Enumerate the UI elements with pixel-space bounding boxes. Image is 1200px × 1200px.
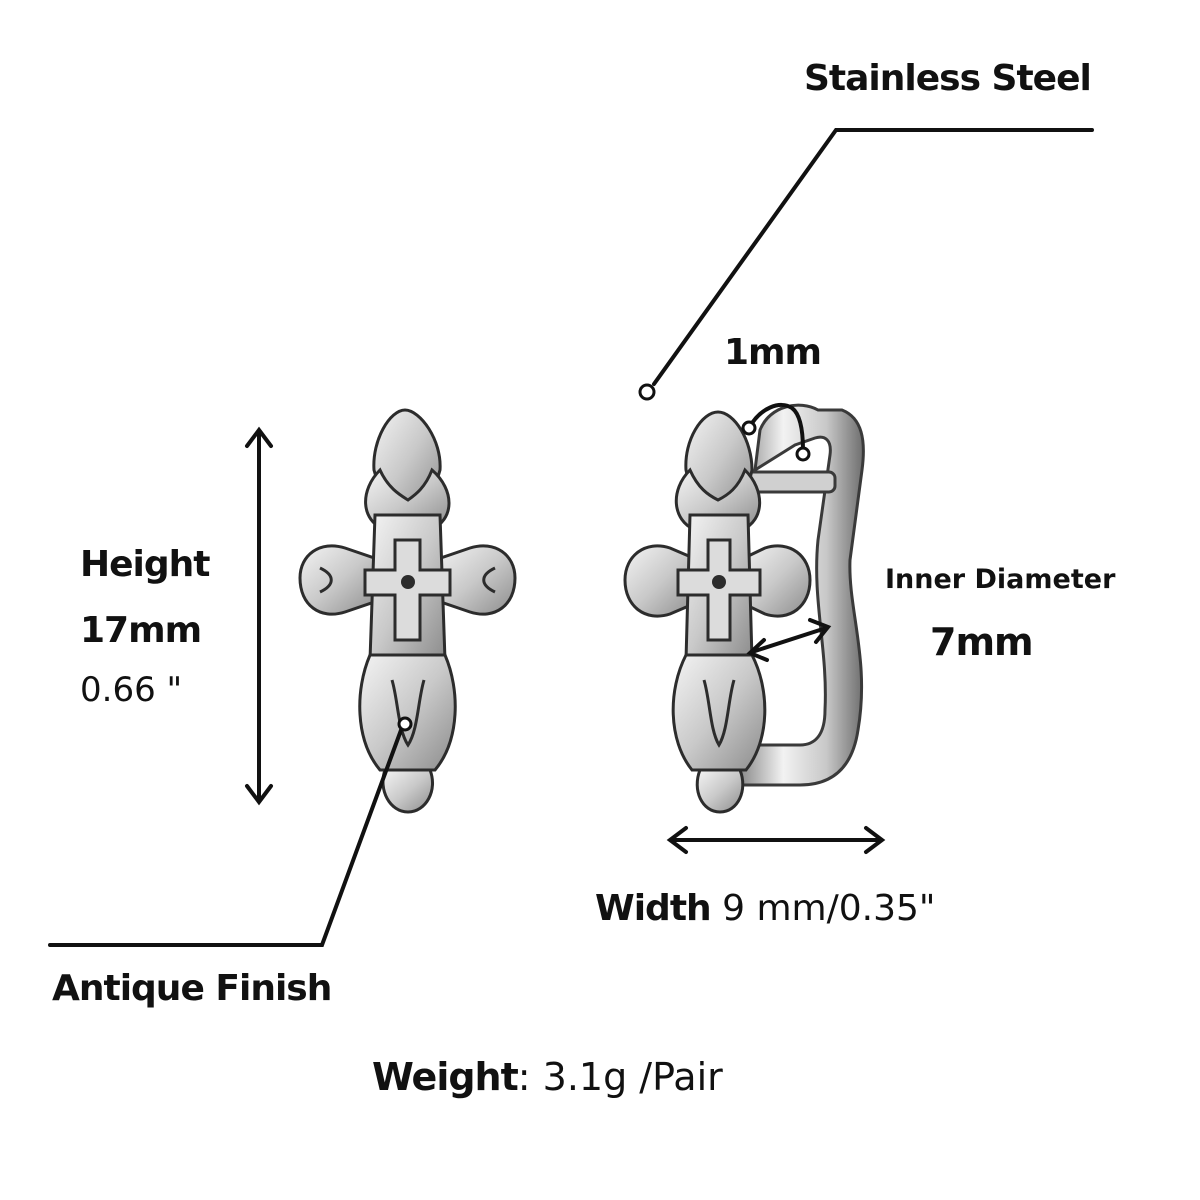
weight-label: Weight: 3.1g /Pair [372, 1055, 723, 1099]
inner-diameter-arrow-left [746, 638, 769, 662]
width-arrow-left [666, 826, 688, 854]
width-arrow-right [864, 826, 886, 854]
stainless-steel-dot [638, 383, 656, 401]
inner-diameter-title: Inner Diameter [885, 564, 1116, 595]
height-arrow-top [245, 426, 273, 448]
thickness-dot-right [795, 446, 811, 462]
height-inch-value: 0.66 " [80, 670, 183, 710]
side-view-earring-image [623, 403, 865, 814]
finish-label: Antique Finish [52, 968, 332, 1009]
antique-finish-dot [397, 716, 413, 732]
width-title: Width [595, 888, 712, 929]
weight-value: : 3.1g /Pair [517, 1055, 723, 1099]
stainless-steel-leader-line [652, 128, 1094, 386]
front-cross-earring-image [298, 408, 517, 814]
thickness-dot-left [741, 420, 757, 436]
height-arrow-bottom [245, 784, 273, 806]
antique-finish-leader-line [48, 720, 406, 947]
inner-diameter-arrow-line [750, 626, 828, 654]
height-mm-value: 17mm [80, 610, 202, 651]
material-label: Stainless Steel [804, 58, 1092, 99]
thickness-label: 1mm [724, 332, 822, 373]
width-label: Width 9 mm/0.35" [595, 888, 935, 929]
callout-dots [397, 383, 811, 732]
inner-diameter-value: 7mm [930, 620, 1034, 664]
annotation-lines [48, 128, 1094, 947]
thickness-callout-curve [747, 402, 805, 452]
width-value: 9 mm/0.35" [722, 888, 936, 929]
height-title: Height [80, 544, 210, 585]
inner-diameter-arrow-right [808, 618, 832, 644]
weight-title: Weight [372, 1055, 519, 1099]
